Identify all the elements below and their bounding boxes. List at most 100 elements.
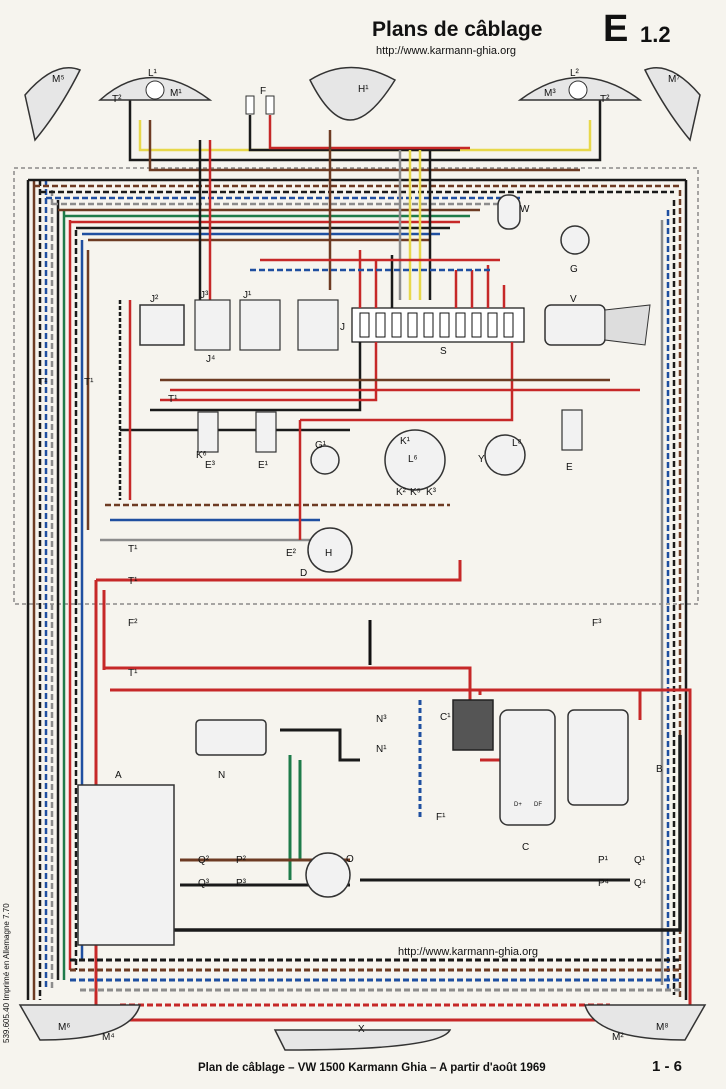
label-df: DF bbox=[534, 802, 542, 808]
label-m6: M⁶ bbox=[58, 1022, 70, 1033]
relay-j2 bbox=[139, 304, 185, 346]
label-t2-left: T² bbox=[112, 94, 122, 105]
wiper-linkage bbox=[604, 304, 651, 346]
label-t2-right: T² bbox=[600, 94, 610, 105]
label-q3: Q³ bbox=[198, 878, 210, 889]
top-harness bbox=[28, 178, 686, 242]
label-j1: J¹ bbox=[243, 290, 252, 301]
label-v: V bbox=[570, 294, 577, 305]
label-s: S bbox=[440, 346, 447, 357]
label-n: N bbox=[218, 770, 225, 781]
label-l2: L² bbox=[570, 68, 580, 79]
left-harness bbox=[26, 180, 90, 1000]
label-t1e: T¹ bbox=[128, 576, 138, 587]
label-j: J bbox=[340, 322, 345, 333]
label-p4: P⁴ bbox=[598, 878, 609, 889]
label-b: B bbox=[656, 764, 663, 775]
label-m2: M² bbox=[612, 1032, 624, 1043]
label-y: Y bbox=[478, 454, 485, 465]
horn-h1 bbox=[309, 66, 397, 121]
label-m5: M⁵ bbox=[52, 74, 64, 85]
label-k6: K⁶ bbox=[196, 450, 207, 461]
label-f1: F¹ bbox=[436, 812, 446, 823]
label-e: E bbox=[566, 462, 573, 473]
label-m1: M¹ bbox=[170, 88, 182, 99]
label-p3: P³ bbox=[236, 878, 247, 889]
label-c: C bbox=[522, 842, 529, 853]
headlight-feeds bbox=[128, 100, 602, 300]
generator-c bbox=[499, 709, 556, 826]
label-n3: N³ bbox=[376, 714, 387, 725]
label-j3: J³ bbox=[200, 290, 209, 301]
label-f3: F³ bbox=[592, 618, 602, 629]
label-t1b: T¹ bbox=[84, 377, 94, 388]
switch-e1 bbox=[255, 411, 277, 453]
source-url-top: http://www.karmann-ghia.org bbox=[376, 45, 517, 57]
label-d: D bbox=[300, 568, 307, 579]
label-k5: K⁵ bbox=[410, 487, 421, 498]
label-t1f: T¹ bbox=[128, 668, 138, 679]
tail-light-right bbox=[584, 1004, 707, 1041]
label-m8: M⁸ bbox=[656, 1022, 669, 1033]
print-note: 539.605.40 Imprimé en Allemagne 7.70 bbox=[2, 903, 11, 1043]
relay-j1 bbox=[239, 299, 281, 351]
label-m4: M⁴ bbox=[102, 1032, 115, 1043]
ignition-switch-h bbox=[307, 527, 353, 573]
fuses-f bbox=[245, 95, 275, 115]
label-k1: K¹ bbox=[400, 436, 411, 447]
label-l1: L¹ bbox=[148, 68, 158, 79]
label-g1: G¹ bbox=[315, 440, 327, 451]
wiper-motor-v bbox=[544, 304, 606, 346]
section-code-number: 1.2 bbox=[640, 22, 671, 47]
page-number: 1 - 6 bbox=[652, 1058, 683, 1075]
regulator-c1 bbox=[452, 699, 494, 751]
label-k3: K³ bbox=[426, 487, 437, 498]
label-a: A bbox=[115, 770, 122, 781]
label-q4: Q⁴ bbox=[634, 878, 646, 889]
page-title: Plans de câblage bbox=[372, 18, 543, 41]
label-q1: Q¹ bbox=[634, 855, 646, 866]
turn-signal-left-front bbox=[24, 67, 82, 142]
turn-signal-right-front bbox=[643, 67, 701, 142]
label-e1: E¹ bbox=[258, 460, 269, 471]
section-code-letter: E bbox=[603, 8, 629, 50]
battery-a bbox=[77, 784, 175, 946]
label-dplus: D+ bbox=[514, 802, 522, 808]
sender-g bbox=[560, 225, 590, 255]
label-j4: J⁴ bbox=[206, 354, 215, 365]
battery-loops bbox=[70, 560, 692, 1022]
fuse-box-s bbox=[351, 307, 525, 343]
label-t1d: T¹ bbox=[128, 544, 138, 555]
speedometer-l6 bbox=[384, 429, 446, 491]
label-m3: M³ bbox=[544, 88, 556, 99]
center-wiring bbox=[100, 250, 640, 542]
label-p2: P² bbox=[236, 855, 247, 866]
label-e3: E³ bbox=[205, 460, 216, 471]
label-h1: H¹ bbox=[358, 84, 369, 95]
label-o: O bbox=[346, 854, 354, 865]
label-f: F bbox=[260, 86, 266, 97]
label-f2: F² bbox=[128, 618, 138, 629]
label-e2: E² bbox=[286, 548, 297, 559]
relay-j bbox=[297, 299, 339, 351]
label-t1a: T¹ bbox=[38, 377, 48, 388]
footer-caption: Plan de câblage – VW 1500 Karmann Ghia –… bbox=[198, 1062, 546, 1074]
label-g: G bbox=[570, 264, 578, 275]
headlamp-right bbox=[517, 76, 643, 101]
label-l6: L⁶ bbox=[408, 454, 418, 465]
label-h: H bbox=[325, 548, 332, 559]
headlamp-left bbox=[98, 76, 213, 101]
license-light-x bbox=[273, 1029, 452, 1051]
label-t1c: T¹ bbox=[168, 394, 178, 405]
coil-n bbox=[195, 719, 267, 756]
right-harness bbox=[660, 180, 688, 1000]
label-j2: J² bbox=[150, 294, 159, 305]
source-url-bottom: http://www.karmann-ghia.org bbox=[398, 946, 539, 958]
label-m7: M⁷ bbox=[668, 74, 680, 85]
label-p1: P¹ bbox=[598, 855, 609, 866]
label-c1: C¹ bbox=[440, 712, 451, 723]
distributor-o bbox=[305, 852, 351, 898]
label-l8: L⁸ bbox=[512, 438, 522, 449]
washer-w bbox=[497, 194, 521, 230]
relay-j3 bbox=[194, 299, 231, 351]
